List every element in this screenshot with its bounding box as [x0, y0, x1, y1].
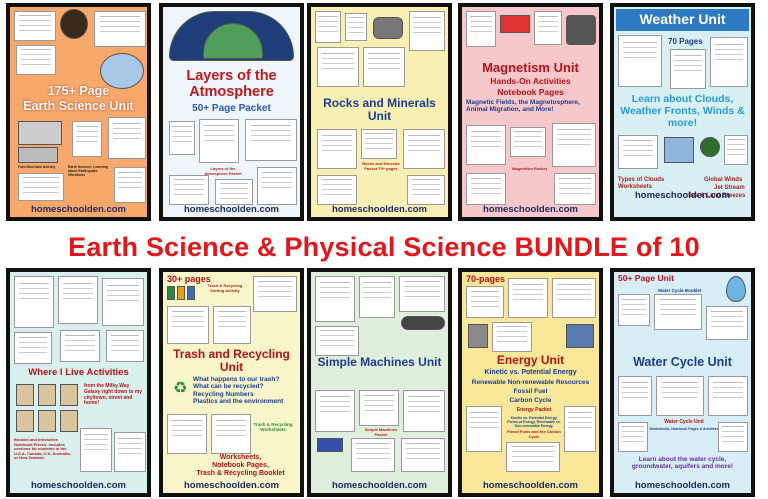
card-title: Water Cycle Unit [633, 355, 732, 369]
card-blurb: from the Milky Way Galaxy right down to … [84, 383, 143, 407]
footer-line1: Worksheets, [219, 454, 262, 461]
inner-sub: Worksheets, Notebook Pages & Activities [649, 427, 719, 431]
card-title: Trash and Recycling Unit [173, 347, 290, 375]
product-card-magnetism[interactable]: Magnetism Unit Hands-On Activities Noteb… [458, 3, 603, 221]
card-pages: 70 Pages [668, 37, 703, 46]
card-title: Energy Unit [496, 353, 565, 367]
caption-fold-mountain: Fold Mountain Activity [18, 165, 56, 169]
sort-label: Trash & Recycling Sorting Activity [207, 283, 243, 293]
question-3: Recycling Numbers [193, 390, 254, 398]
question-4: Plastics and the environment [193, 398, 284, 406]
card-url[interactable]: homeschoolden.com [634, 480, 730, 491]
card-url[interactable]: homeschoolden.com [331, 480, 427, 491]
caption-earthquake: Earth Science: Learning about Earthquake… [68, 165, 109, 178]
card-blurb: Learn about Clouds, Weather Fronts, Wind… [620, 93, 745, 130]
card-pages: 50+ Page Unit [618, 273, 674, 283]
product-card-atmosphere[interactable]: Layers of the Atmosphere 50+ Page Packet… [159, 3, 304, 221]
card-title: Weather Unit [639, 11, 726, 27]
card-line1: Kinetic vs. Potential Energy [484, 369, 577, 376]
footer-line2: Notebook Pages, [212, 462, 269, 470]
tag-types-of-clouds: Types of Clouds Worksheets [618, 177, 665, 190]
worksheets-label: Trash & Recycling Worksheets [253, 422, 293, 433]
card-url[interactable]: homeschoolden.com [482, 204, 578, 215]
product-card-weather[interactable]: Weather Unit 70 Pages Learn about Clouds… [610, 3, 755, 221]
recycle-icon: ♻ [173, 380, 188, 397]
card-questions: What happens to our trash? What can be r… [193, 376, 299, 406]
card-line3: Magnetic Fields, the Magnetosphere, Anim… [466, 99, 580, 114]
card-url[interactable]: homeschoolden.com [331, 204, 427, 215]
card-blurb: Learn about the water cycle, groundwater… [631, 456, 734, 471]
product-card-where-i-live[interactable]: Where I Live Activities from the Milky W… [6, 268, 151, 497]
card-subtitle: 50+ Page Packet [192, 103, 271, 114]
footer-line3: Trash & Recycling Booklet [196, 470, 285, 478]
product-card-water-cycle[interactable]: 50+ Page Unit Water Cycle Booklet Water … [610, 268, 755, 497]
product-card-earth-science[interactable]: 175+ Page Earth Science Unit Fold Mounta… [6, 3, 151, 221]
card-pages: 30+ pages [167, 274, 211, 284]
card-footer: Worksheets, Notebook Pages, Trash & Recy… [183, 454, 298, 478]
card-title: Layers of the Atmosphere [186, 68, 277, 100]
card-line2: Notebook Pages [497, 87, 564, 97]
inner-label: Rocks and Minerals Packet 75+ pages [362, 161, 400, 171]
product-card-trash-recycling[interactable]: 30+ pages Trash & Recycling Sorting Acti… [159, 268, 304, 497]
inner-label: Simple Machines Packet [364, 427, 398, 437]
question-2: What can be recycled? [193, 383, 264, 391]
card-url[interactable]: homeschoolden.com [30, 480, 126, 491]
tag-global-winds: Global Winds [704, 177, 743, 183]
question-1: What happens to our trash? [193, 376, 280, 383]
card-url[interactable]: homeschoolden.com [634, 190, 730, 201]
inner-label: Energy Packet [516, 407, 552, 413]
card-pages: 70-pages [466, 274, 506, 284]
booklet-label: Water Cycle Booklet [658, 288, 702, 293]
inner-label: Water Cycle Unit [664, 419, 704, 425]
card-line1: Hands-On Activities [490, 76, 571, 86]
bundle-headline: Earth Science & Physical Science BUNDLE … [68, 232, 700, 262]
card-url[interactable]: homeschoolden.com [482, 480, 578, 491]
card-line4: Carbon Cycle [509, 397, 552, 404]
product-card-energy[interactable]: 70-pages Energy Unit Kinetic vs. Potenti… [458, 268, 603, 497]
inner-sub: Kinetic vs. Potential Energy, Forms of E… [507, 416, 561, 429]
card-url[interactable]: homeschoolden.com [183, 204, 279, 215]
card-url[interactable]: homeschoolden.com [30, 204, 126, 215]
card-title: Where I Live Activities [28, 367, 129, 378]
card-line3: Fossil Fuel [513, 388, 548, 395]
card-url[interactable]: homeschoolden.com [183, 480, 279, 491]
product-card-rocks-minerals[interactable]: Rocks and Minerals Unit Rocks and Minera… [307, 3, 452, 221]
tag-jet-stream: Jet Stream [714, 185, 745, 191]
card-line2: Renewable Non-renewable Resources [471, 379, 590, 386]
inner-label: Layers of the Atmosphere Packet [204, 166, 242, 176]
tag-sea-land-breezes: Sea & Land Breezes [688, 193, 746, 199]
product-card-simple-machines[interactable]: Simple Machines Unit Simple Machines Pac… [307, 268, 452, 497]
card-note: Booklet and Interactive Notebook Pieces.… [14, 437, 71, 461]
card-title: Simple Machines Unit [317, 355, 442, 369]
card-title: Magnetism Unit [482, 60, 579, 75]
card-title-line1: 175+ Page [47, 84, 110, 98]
inner-label: Magnetism Packet [512, 166, 547, 171]
card-title: Rocks and Minerals Unit [323, 96, 436, 124]
card-title-line2: Earth Science Unit [23, 99, 134, 113]
inner-sub2: Fossil Fuels and the Carbon Cycle [507, 429, 561, 439]
